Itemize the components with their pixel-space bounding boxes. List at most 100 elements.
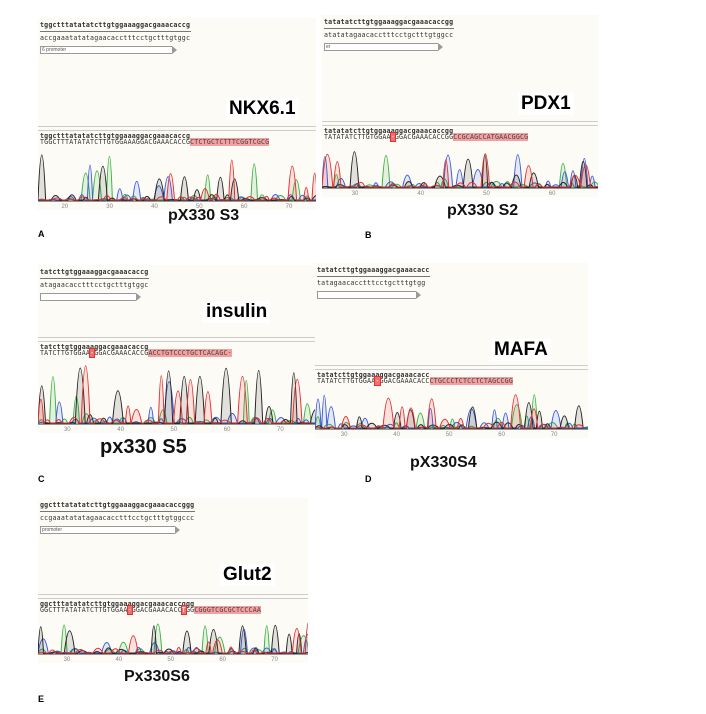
reference-sequence-complement: tatagaacacctttcctgctttgtgg [317, 279, 426, 287]
indel-mark: - [89, 348, 96, 358]
chromatogram: 30 40 50 60 70 [315, 394, 588, 438]
chromatogram: 30 40 50 60 70 [38, 622, 308, 663]
read-segment: GGACGAAACACC [379, 377, 430, 385]
read-segment: GGACGAAACACCGG [394, 133, 454, 141]
position-tick-label: 50 [483, 191, 490, 197]
promoter-feature-arrow [40, 293, 141, 301]
trace-C [38, 164, 316, 201]
position-tick-label: 60 [549, 191, 556, 197]
edited-region: CTGCCCTCTCCTCTAGCCGG [429, 377, 514, 385]
gene-label: PDX1 [518, 93, 574, 115]
trace-T [322, 153, 598, 188]
position-tick-label: 50 [446, 432, 453, 438]
trace-G [315, 402, 584, 429]
reference-sequence-aligned: tatcttgtggaaaggacgaaacaccg [40, 343, 149, 351]
position-tick-label: 40 [116, 657, 123, 663]
sequencing-read: GGCTTTATATATCTTGTGGAA-GGACGAAACACCTGGCGG… [40, 605, 262, 615]
reference-sequence-top: tggctttatatatcttgtggaaaggacgaaacaccg [40, 21, 191, 29]
trace-T [38, 159, 316, 202]
reference-sequence-top: tatcttgtggaaaggacgaaacaccg [40, 268, 149, 276]
reference-sequence-aligned: tatatcttgtggaaaggacgaaacacc [317, 371, 430, 379]
panel-letter-e: E [38, 694, 45, 704]
read-segment: TATATATCTTGTGGAA [324, 133, 391, 141]
position-tick-label: 50 [196, 204, 203, 210]
reference-sequence-complement: accgaaatatatagaacacctttcctgctttgtggc [40, 34, 191, 42]
sequencing-read: TATCTTGTGGAA-GGACGAAACACCGACCTGTCCCTGCTC… [40, 348, 232, 358]
position-tick-label: 70 [286, 204, 293, 210]
panel-letter-b: B [365, 230, 372, 240]
reference-sequence-top: tatatcttgtggaaaggacgaaacacc [317, 266, 430, 274]
position-tick-label: 70 [271, 657, 278, 663]
panel-d: tatatcttgtggaaaggacgaaacacc tatagaacacctt… [315, 263, 588, 438]
position-tick-label: 40 [393, 432, 400, 438]
panel-divider [322, 121, 598, 126]
position-tick-label: 30 [341, 432, 348, 438]
position-tick-label: 40 [117, 427, 124, 433]
position-tick-label: 60 [224, 427, 231, 433]
edited-region: CGGGTCGCGCTCCCAA [194, 606, 262, 614]
gene-label: Glut2 [220, 564, 275, 586]
indel-mark: - [374, 376, 381, 386]
read-segment: TGGCTTTATATATCTTGTGGAAAGGACGAAACACCG [40, 138, 191, 146]
sequence-ruler [317, 276, 431, 277]
position-tick-label: 20 [61, 204, 68, 210]
reference-sequence-aligned: tggctttatatatcttgtggaaaggacgaaacaccg [40, 132, 191, 140]
read-segment: GG [185, 606, 195, 614]
panel-divider [38, 337, 315, 342]
panel-letter-d: D [365, 474, 372, 484]
position-tick-label: 30 [352, 191, 359, 197]
sequence-ruler [40, 31, 192, 32]
caption-a: pX330 S3 [168, 207, 240, 224]
position-tick-label: 30 [64, 657, 71, 663]
trace-T [315, 394, 585, 429]
edited-region: ACCTGTCCCTGCTCACAGC- [148, 349, 232, 357]
trace-C [38, 628, 308, 655]
sequencing-read: TATATCTTGTGGAA-GGACGAAACACCCTGCCCTCTCCTC… [317, 376, 514, 386]
read-segment: GGCTTTATATATCTTGTGGAA [40, 606, 128, 614]
sequencing-read: TATATATCTTGTGGAA-GGACGAAACACCGGCCGCAGCCA… [324, 132, 529, 142]
caption-c: px330 S5 [100, 436, 187, 458]
sequence-ruler [40, 278, 150, 279]
position-tick-label: 60 [219, 657, 226, 663]
sequencing-read: TGGCTTTATATATCTTGTGGAAAGGACGAAACACCGCTCT… [40, 138, 270, 146]
reference-sequence-complement: atagaacacctttcctgctttgtggc [40, 281, 149, 289]
caption-e: Px330S6 [124, 668, 190, 685]
panel-letter-c: C [38, 474, 45, 484]
edited-region: CCGCAGCCATGAACGGCG [453, 133, 529, 141]
panel-divider [38, 594, 308, 599]
edited-region: CTCTGCTCTTTCGGTCGCG [190, 138, 270, 146]
panel-c: tatcttgtggaaaggacgaaacaccg atagaacacctttc… [38, 265, 315, 433]
read-segment: GGACGAAACACC [131, 606, 182, 614]
trace-G [38, 154, 316, 201]
promoter-feature-arrow: er [324, 43, 443, 51]
caption-b: pX330 S2 [447, 202, 519, 219]
panel-a: tggctttatatatcttgtggaaaggacgaaacaccg accg… [38, 18, 316, 210]
reference-sequence-aligned: tatatatcttgtggaaaggacgaaacaccgg [324, 127, 454, 135]
caption-d: pX330S4 [410, 454, 477, 471]
trace-A [315, 394, 588, 429]
position-tick-label: 50 [167, 657, 174, 663]
reference-sequence-aligned: ggctttatatatcttgtggaaaggacgaaacaccggg [40, 600, 195, 608]
gene-label: NKX6.1 [226, 98, 299, 120]
read-segment: GGACGAAACACCG [94, 349, 149, 357]
promoter-feature-arrow [317, 291, 422, 299]
position-tick-label: 60 [498, 432, 505, 438]
reference-sequence-complement: atatatagaacacctttcctgctttgtggcc [324, 31, 454, 39]
reference-sequence-top: ggctttatatatcttgtggaaaggacgaaacaccggg [40, 501, 195, 509]
promoter-feature-arrow: 6 promoter [40, 46, 177, 54]
trace-T [38, 365, 312, 424]
trace-C [322, 154, 596, 188]
promoter-feature-arrow: promoter [40, 526, 181, 534]
reference-sequence-top: tatatatcttgtggaaaggacgaaacaccgg [324, 18, 454, 26]
trace-T [38, 622, 308, 654]
position-tick-label: 50 [171, 427, 178, 433]
sequence-ruler [324, 28, 455, 29]
position-tick-label: 70 [551, 432, 558, 438]
read-segment: TATATCTTGTGGAA [317, 377, 376, 385]
panel-divider [38, 126, 316, 131]
position-tick-label: 30 [106, 204, 113, 210]
